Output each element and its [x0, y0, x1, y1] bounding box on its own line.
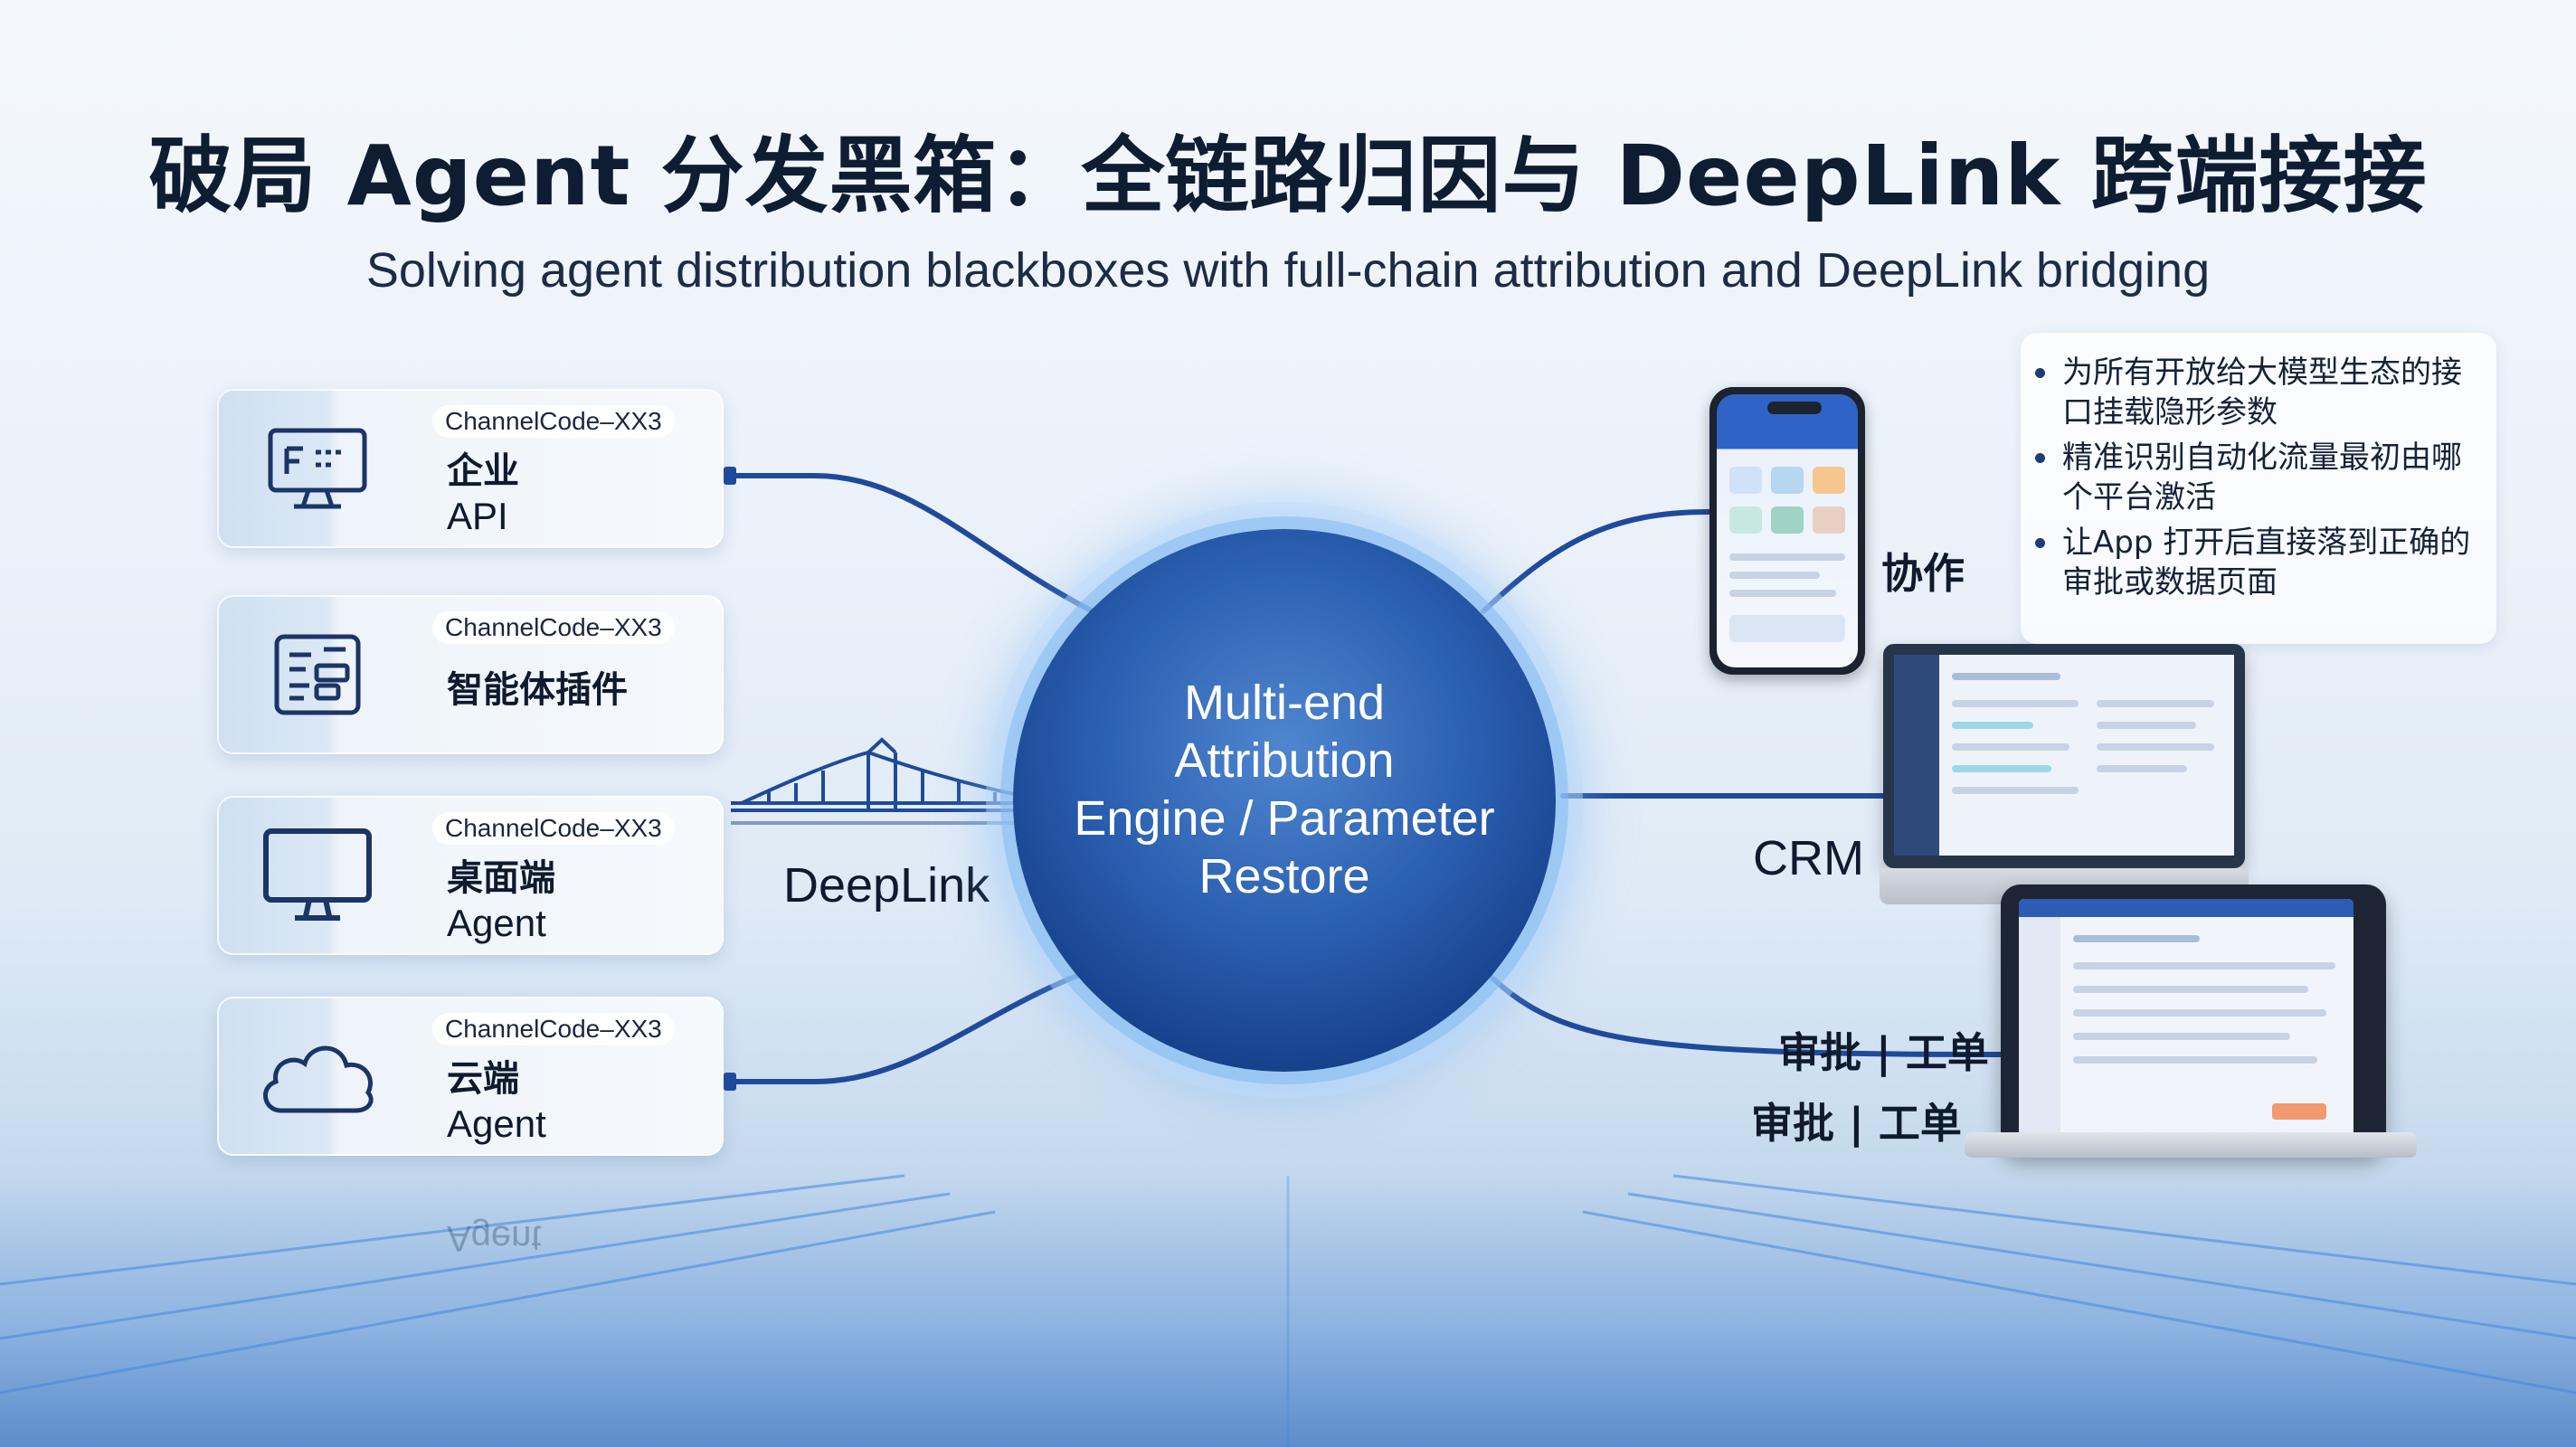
phone-device [1709, 387, 1865, 675]
source-label: 云端 Agent [447, 1058, 546, 1145]
desktop-monitor-icon [217, 796, 418, 955]
page-subtitle: Solving agent distribution blackboxes wi… [365, 243, 2211, 298]
source-label: 桌面端 Agent [447, 857, 555, 944]
target-label-crm: CRM [1753, 831, 1864, 885]
tablet-device [1965, 884, 2417, 1158]
bullet-item: 让App 打开后直接落到正确的审批或数据页面 [2035, 523, 2482, 602]
bullet-item: 精准识别自动化流量最初由哪个平台激活 [2035, 438, 2482, 517]
target-label-collab: 协作 [1881, 549, 1965, 598]
attribution-engine-hub[interactable]: Multi-end Attribution Engine / Parameter… [1013, 529, 1556, 1072]
channel-code-badge: ChannelCode–XX3 [432, 611, 675, 644]
plugin-panel-icon [217, 595, 418, 754]
channel-code-badge: ChannelCode–XX3 [432, 1013, 675, 1045]
connector-api [728, 473, 1095, 614]
feature-bullet-list: 为所有开放给大模型生态的接口挂载隐形参数 精准识别自动化流量最初由哪个平台激活 … [2021, 333, 2496, 644]
source-card-desktop-agent[interactable]: ChannelCode–XX3 桌面端 Agent [217, 796, 724, 955]
connector-cloud [728, 967, 1095, 1084]
channel-code-badge: ChannelCode–XX3 [432, 812, 675, 845]
source-card-agent-plugin[interactable]: ChannelCode–XX3 智能体插件 [217, 595, 724, 754]
deeplink-label: DeepLink [783, 858, 990, 913]
cloud-icon [217, 997, 418, 1156]
api-monitor-icon [217, 389, 418, 548]
reflective-floor [0, 1176, 2576, 1447]
connector-collab [1481, 509, 1712, 614]
target-label-approval-b: 审批 | 工单 [1751, 1099, 1962, 1148]
connector-approval [1481, 967, 2003, 1057]
source-label: 企业 API [447, 450, 519, 537]
source-label: 智能体插件 [447, 669, 628, 711]
hub-text: Multi-end Attribution Engine / Parameter… [1074, 676, 1495, 903]
crm-monitor-device [1880, 644, 2249, 904]
channel-code-badge: ChannelCode–XX3 [432, 405, 675, 438]
page-title: 破局 Agent 分发黑箱：全链路归因与 DeepLink 跨端接接 [148, 128, 2428, 224]
target-label-approval-a: 审批 | 工单 [1778, 1028, 1989, 1077]
source-card-enterprise-api[interactable]: ChannelCode–XX3 企业 API [217, 389, 724, 548]
bridge-icon [731, 737, 1032, 825]
bullet-item: 为所有开放给大模型生态的接口挂载隐形参数 [2035, 353, 2482, 432]
floor-reflection-text: Agent [447, 1218, 542, 1258]
source-card-cloud-agent[interactable]: ChannelCode–XX3 云端 Agent [217, 997, 724, 1156]
